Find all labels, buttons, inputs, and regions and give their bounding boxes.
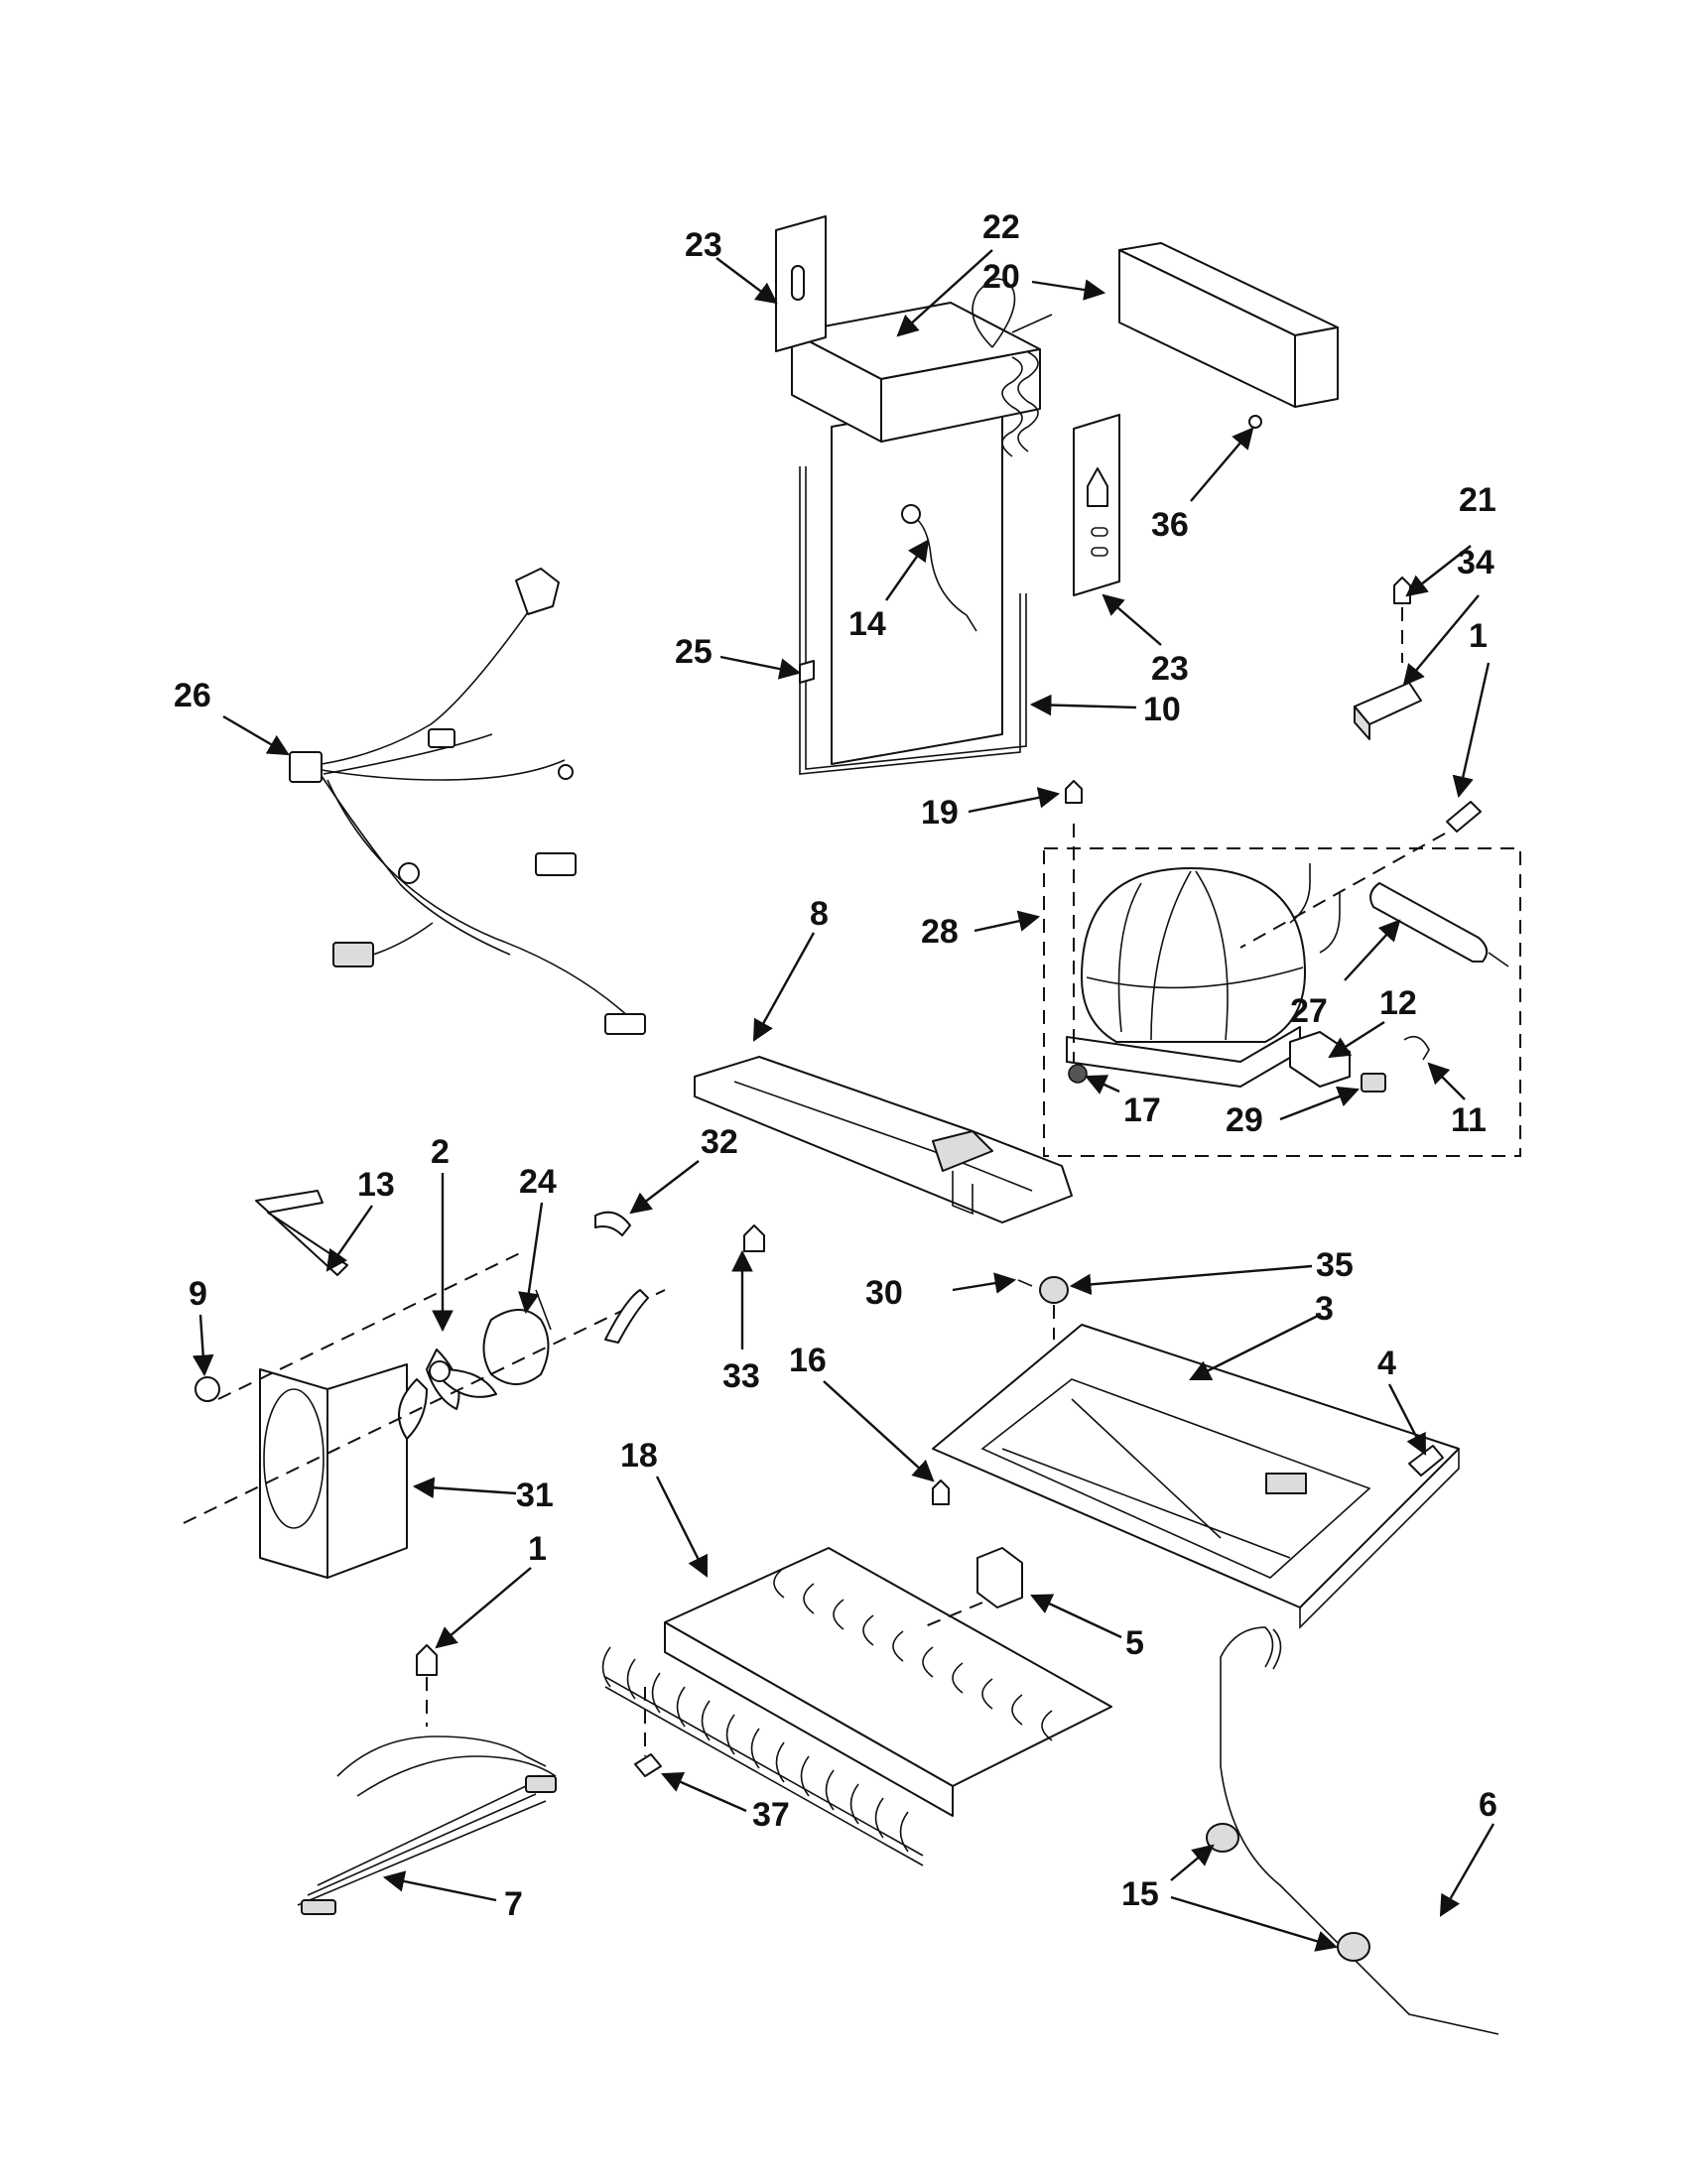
callout-25: 25 xyxy=(675,633,713,671)
callout-17: 17 xyxy=(1123,1092,1161,1129)
compressor-assembly xyxy=(1043,824,1521,1157)
callout-11: 11 xyxy=(1451,1101,1487,1139)
callout-10: 10 xyxy=(1143,691,1181,728)
callout-31: 31 xyxy=(516,1477,554,1514)
callout-30: 30 xyxy=(865,1274,903,1312)
callout-34: 34 xyxy=(1457,544,1494,581)
callout-4: 4 xyxy=(1377,1345,1396,1382)
screw-19 xyxy=(1065,780,1083,804)
callout-18: 18 xyxy=(620,1437,658,1475)
evaporator-cover xyxy=(1118,242,1339,408)
callout-6: 6 xyxy=(1479,1786,1497,1824)
screw-36 xyxy=(1248,415,1262,429)
fan-assembly xyxy=(183,1190,765,1579)
callout-3: 3 xyxy=(1315,1290,1334,1328)
base-plate xyxy=(932,1276,1460,1629)
harness-7 xyxy=(297,1644,557,1915)
callout-24: 24 xyxy=(519,1163,557,1201)
callout-23b: 23 xyxy=(1151,650,1189,688)
wiring-harness xyxy=(289,568,646,1035)
screw-1-top xyxy=(1446,801,1482,833)
callout-26: 26 xyxy=(174,677,211,714)
callout-33: 33 xyxy=(722,1357,760,1395)
evaporator-assembly xyxy=(775,215,1120,775)
callout-21: 21 xyxy=(1459,481,1496,519)
callout-1b: 1 xyxy=(528,1530,547,1568)
callout-29: 29 xyxy=(1226,1101,1263,1139)
callout-27: 27 xyxy=(1290,992,1328,1030)
callout-8: 8 xyxy=(810,895,829,933)
callout-23a: 23 xyxy=(685,226,722,264)
bracket-34 xyxy=(1354,577,1422,740)
condenser xyxy=(601,1547,1112,1866)
callout-13: 13 xyxy=(357,1166,395,1204)
callout-19: 19 xyxy=(921,794,959,832)
callout-36: 36 xyxy=(1151,506,1189,544)
screw-16 xyxy=(932,1479,950,1505)
callout-12: 12 xyxy=(1379,984,1417,1022)
callout-2: 2 xyxy=(431,1133,450,1171)
callout-20: 20 xyxy=(982,258,1020,296)
callout-37: 37 xyxy=(752,1796,790,1834)
callout-22: 22 xyxy=(982,208,1020,246)
callout-28: 28 xyxy=(921,913,959,951)
callout-7: 7 xyxy=(504,1885,523,1923)
callouts: 23 22 20 36 21 34 1 14 25 23 10 26 xyxy=(174,208,1497,1952)
callout-16: 16 xyxy=(789,1342,827,1379)
callout-32: 32 xyxy=(701,1123,738,1161)
callout-15: 15 xyxy=(1121,1875,1159,1913)
tube-6 xyxy=(1206,1626,1499,2035)
callout-35: 35 xyxy=(1316,1246,1354,1284)
callout-5: 5 xyxy=(1125,1624,1144,1662)
callout-14: 14 xyxy=(848,605,886,643)
callout-9: 9 xyxy=(189,1275,207,1313)
drain-pan xyxy=(694,1056,1073,1223)
callout-1a: 1 xyxy=(1469,617,1488,655)
